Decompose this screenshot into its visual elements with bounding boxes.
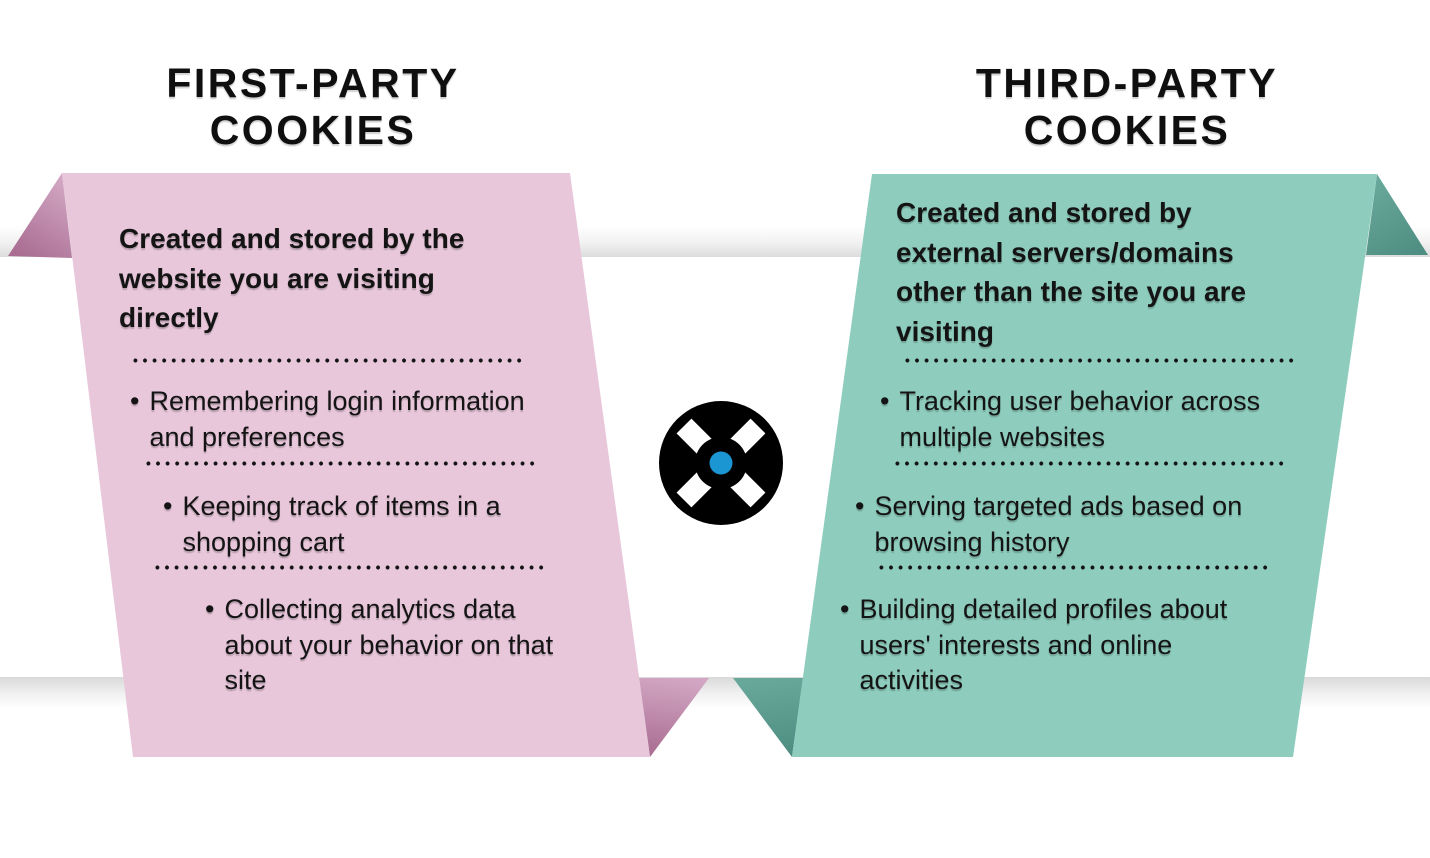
bullet-line: and preferences	[149, 421, 345, 452]
bullet-line: activities	[859, 665, 963, 695]
title-line: COOKIES	[209, 107, 417, 153]
bullet-line: Building detailed profiles about	[859, 594, 1228, 624]
title-line: COOKIES	[1023, 107, 1231, 153]
bullet-line: site	[224, 665, 267, 695]
third-party-heading: Created and stored by external servers/d…	[896, 193, 1246, 351]
list-item: • Building detailed profiles about users…	[840, 592, 1227, 699]
bullet-line: Collecting analytics data	[224, 594, 516, 624]
bullet-line: Tracking user behavior across	[899, 386, 1261, 416]
heading-line: Created and stored by	[896, 197, 1192, 228]
bullet-line: shopping cart	[182, 526, 345, 557]
dotted-separator	[133, 358, 523, 363]
heading-line: external servers/domains	[896, 236, 1234, 268]
first-party-ribbon-fold-bottom	[639, 678, 709, 757]
x-logo-center-dot	[709, 451, 733, 475]
third-party-ribbon-fold-top	[1366, 174, 1428, 255]
first-party-ribbon-fold-top	[8, 173, 72, 258]
first-party-title: FIRST-PARTY COOKIES	[73, 60, 553, 154]
dotted-separator	[155, 565, 545, 570]
heading-line: website you are visiting	[119, 262, 435, 294]
title-line: THIRD-PARTY	[975, 60, 1279, 106]
bullet-line: browsing history	[874, 526, 1070, 557]
list-item: • Tracking user behavior across multiple…	[880, 384, 1260, 455]
bullet-line: Remembering login information	[149, 386, 525, 416]
heading-line: Created and stored by the	[119, 223, 465, 254]
bullet-icon: •	[163, 491, 173, 521]
heading-line: directly	[119, 302, 219, 333]
bullet-line: about your behavior on that	[224, 629, 554, 660]
bullet-line: Serving targeted ads based on	[874, 491, 1243, 521]
dotted-separator	[146, 461, 536, 466]
list-item: • Collecting analytics data about your b…	[205, 592, 553, 699]
title-line: FIRST-PARTY	[166, 60, 460, 106]
bullet-line: users' interests and online	[859, 629, 1173, 660]
dotted-separator	[905, 358, 1295, 363]
list-item: • Serving targeted ads based on browsing…	[855, 489, 1242, 560]
bullet-icon: •	[205, 594, 215, 624]
bullet-icon: •	[880, 386, 890, 416]
heading-line: visiting	[896, 315, 995, 347]
third-party-title: THIRD-PARTY COOKIES	[887, 60, 1367, 154]
list-item: • Keeping track of items in a shopping c…	[163, 489, 501, 560]
dotted-separator	[895, 461, 1285, 466]
bullet-line: Keeping track of items in a	[182, 491, 501, 521]
first-party-heading: Created and stored by the website you ar…	[119, 219, 464, 338]
third-party-ribbon-fold-bottom	[733, 678, 803, 757]
x-logo-icon	[659, 401, 783, 525]
heading-line: other than the site you are	[896, 276, 1247, 307]
list-item: • Remembering login information and pref…	[130, 384, 525, 455]
bullet-icon: •	[840, 594, 850, 624]
bullet-icon: •	[130, 386, 140, 416]
bullet-icon: •	[855, 491, 865, 521]
dotted-separator	[879, 565, 1269, 570]
bullet-line: multiple websites	[899, 421, 1106, 452]
